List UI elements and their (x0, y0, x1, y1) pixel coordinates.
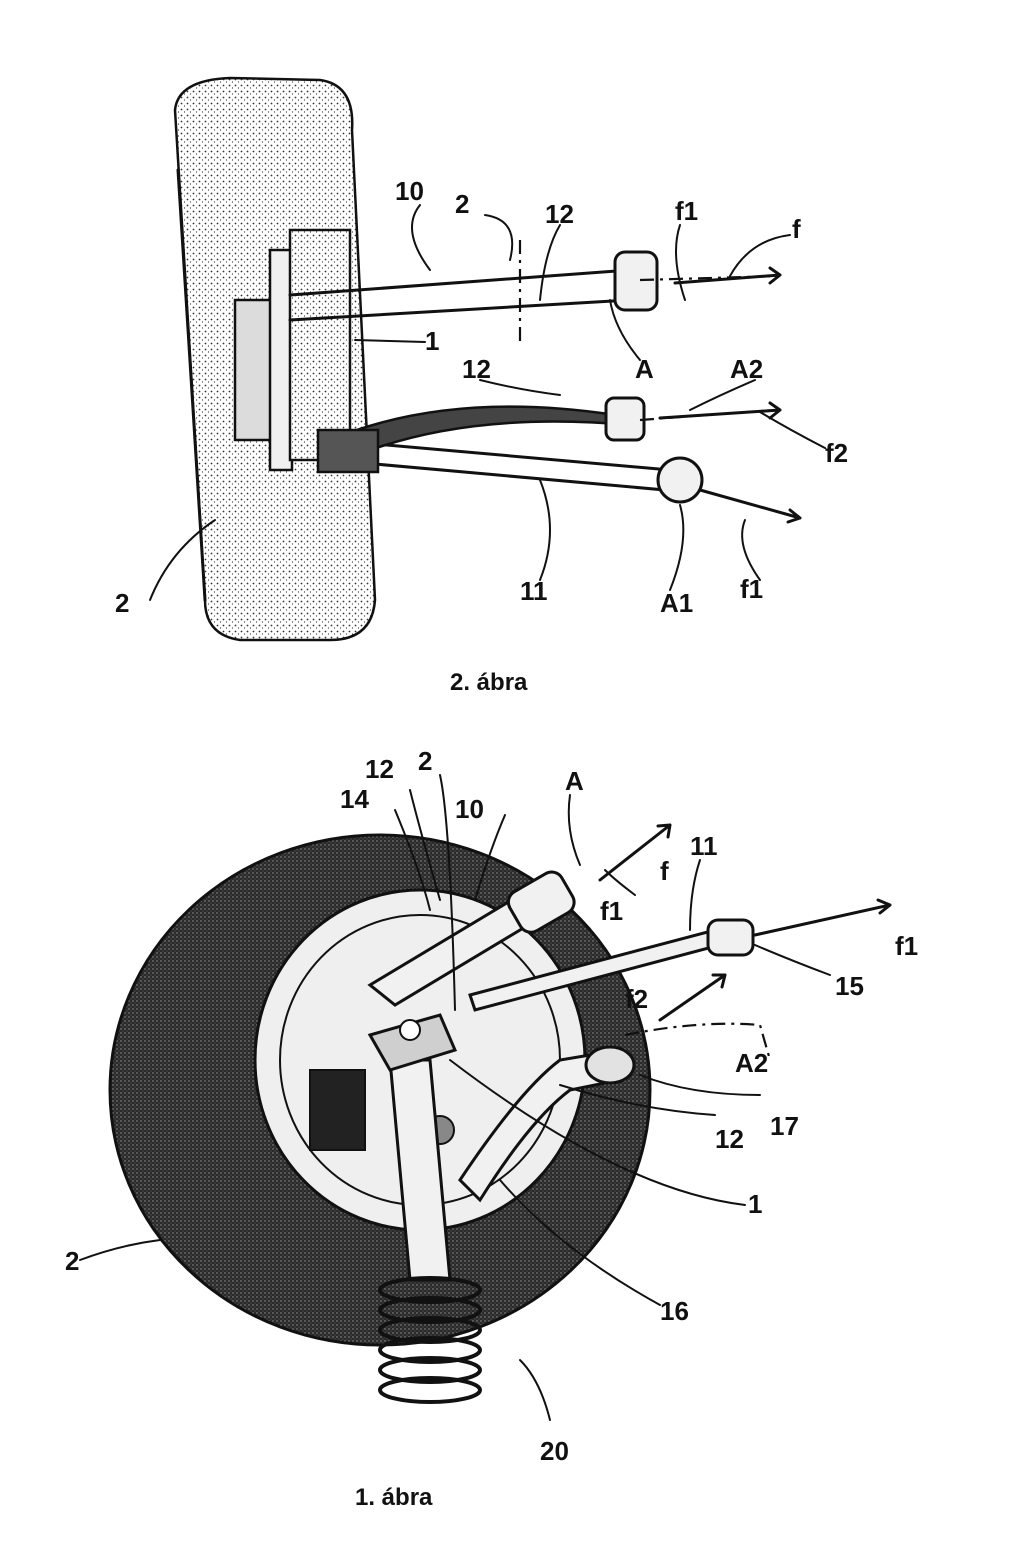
fig2-label-f1-top: f1 (675, 196, 698, 226)
fig2-caption: 2. ábra (450, 669, 528, 696)
fig2-label-a1: A1 (660, 588, 693, 618)
fig1-label-15: 15 (835, 971, 864, 1001)
fig2-label-a2: A2 (730, 354, 763, 384)
fig2-disc (268, 248, 294, 472)
fig2-leader-1 (354, 339, 426, 343)
fig2-leader-11 (539, 479, 551, 581)
fig2-leader-12b (479, 379, 561, 396)
fig2-leader-12 (539, 224, 561, 301)
fig2-arrow-f (673, 266, 782, 285)
fig2-bushing-a (613, 250, 659, 312)
fig1-arrow-f (598, 823, 672, 882)
fig2-arrow-f1 (698, 488, 802, 524)
fig2-leader-10 (411, 204, 431, 271)
fig1-label-10: 10 (455, 794, 484, 824)
fig2-leader-f1b (741, 519, 761, 581)
fig2-label-11: 11 (520, 576, 548, 606)
fig2-label-f1-bottom: f1 (740, 574, 763, 604)
fig1-bushing-a (506, 870, 576, 934)
fig2-mount (316, 428, 380, 474)
fig2-label-12-top: 12 (545, 199, 574, 229)
fig2-knuckle (288, 228, 352, 462)
fig1-label-11: 11 (690, 831, 718, 861)
fig1-leader-15 (754, 944, 831, 976)
fig1-label-2-top: 2 (418, 746, 432, 776)
fig1-label-1: 1 (748, 1189, 762, 1219)
fig2-leader-a1 (669, 504, 685, 591)
fig2-leader-a (609, 299, 641, 361)
fig2-bushing-a1 (656, 456, 704, 504)
fig2-leader-f1 (675, 224, 686, 301)
fig2-tyre-edge (176, 168, 207, 602)
fig1-caliper (309, 1069, 366, 1151)
fig1-leader-2 (439, 774, 456, 1011)
fig2-label-2: 2 (455, 189, 469, 219)
fig2-label-f: f (792, 214, 801, 244)
fig2-bushing-a2 (604, 396, 646, 442)
fig2-label-a: A (635, 354, 654, 384)
fig1-label-f1-right: f1 (895, 931, 918, 961)
fig1-leader-14 (394, 809, 431, 911)
fig2-label-f2: f2 (825, 438, 848, 468)
fig1-leader-12 (409, 789, 441, 901)
fig1-leader-1 (449, 1059, 746, 1206)
fig2-leader-a2 (689, 379, 756, 411)
fig1-arrow-f2 (658, 973, 727, 1022)
fig1-caption: 1. ábra (355, 1484, 433, 1511)
fig1-label-14: 14 (340, 784, 369, 814)
fig1-label-12-bottom: 12 (715, 1124, 744, 1154)
fig1-label-17: 17 (770, 1111, 799, 1141)
fig2-leader-tyre (149, 519, 216, 601)
fig2-leader-f (729, 234, 791, 277)
fig1-leader-11 (689, 859, 701, 931)
fig1-arrow-f1 (753, 898, 892, 937)
fig1-leader-16 (499, 1179, 661, 1306)
fig1-label-a: A (565, 766, 584, 796)
figure-1: 12 2 14 10 A 11 f1 f f1 15 f2 A2 17 12 1… (65, 746, 918, 1511)
fig2-arm-10 (288, 268, 632, 322)
fig1-bushing-15 (706, 918, 755, 957)
fig2-label-1: 1 (425, 326, 439, 356)
fig1-leader-10 (474, 814, 506, 901)
fig1-leader-a (567, 794, 581, 866)
fig2-arrow-f2 (658, 401, 782, 420)
fig1-bushing-17 (584, 1045, 636, 1085)
fig1-leader-17 (639, 1074, 761, 1096)
fig1-label-a2: A2 (735, 1048, 768, 1078)
fig1-label-f1-top: f1 (600, 896, 623, 926)
fig1-label-f2: f2 (625, 984, 648, 1014)
fig2-label-10: 10 (395, 176, 424, 206)
fig1-label-12-top: 12 (365, 754, 394, 784)
fig2-leader-f2 (759, 411, 826, 449)
fig1-spring (378, 1276, 482, 1404)
fig2-leader-2 (484, 214, 514, 261)
fig1-label-f: f (660, 856, 669, 886)
figure-2: 10 2 12 f1 f 1 12 A A2 f2 2 11 A1 f1 2. … (115, 76, 848, 696)
fig1-label-16: 16 (660, 1296, 689, 1326)
fig1-label-20: 20 (540, 1436, 569, 1466)
fig1-leader-12-bottom (559, 1084, 716, 1116)
fig1-leader-20 (519, 1359, 551, 1421)
fig2-label-12-mid: 12 (462, 354, 491, 384)
fig1-leader-2-tyre (79, 1239, 161, 1261)
fig1-leader-f1-top (604, 869, 636, 896)
fig1-label-2-tyre: 2 (65, 1246, 79, 1276)
fig2-label-tyre: 2 (115, 588, 129, 618)
fig1-ball-joint (399, 1019, 421, 1041)
